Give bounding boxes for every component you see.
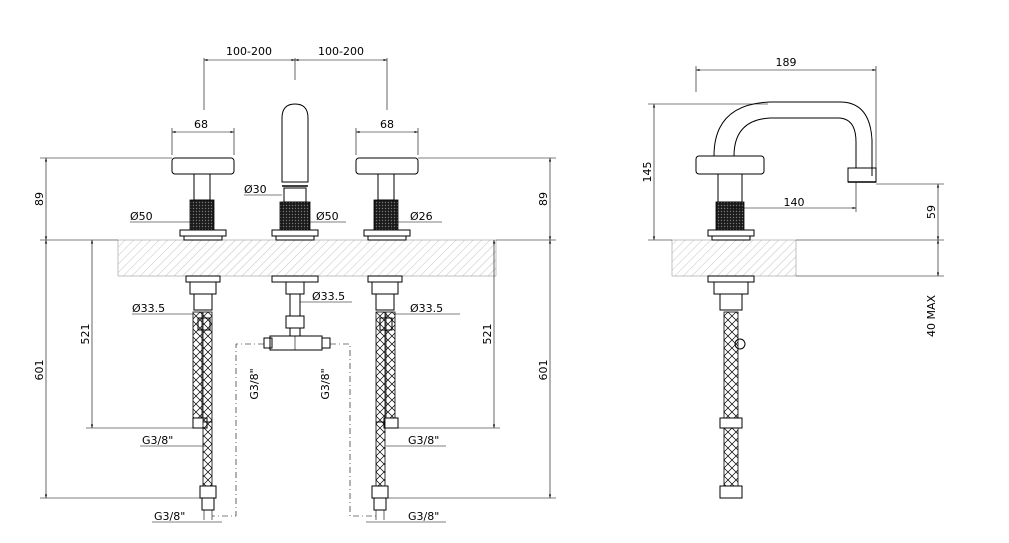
front-view: 100-200 100-200 68 68 89 89 Ø30 Ø50 Ø50 … <box>33 45 556 523</box>
right-valve <box>355 157 419 520</box>
thread-left-upper: G3/8" <box>142 434 173 447</box>
dim-depth-left-521: 521 <box>79 324 92 345</box>
dim-pipe-diameter-center: Ø33.5 <box>312 290 345 303</box>
dim-deck-thickness: 40 MAX <box>925 295 938 338</box>
dim-pipe-diameter-right: Ø33.5 <box>410 302 443 315</box>
hose-route-left <box>212 343 264 517</box>
thread-right-upper: G3/8" <box>408 434 439 447</box>
dim-outlet-height: 59 <box>925 205 938 219</box>
dim-base-diameter-center: Ø50 <box>316 210 339 223</box>
dim-height-overall: 145 <box>641 162 654 183</box>
dim-spacing-left: 100-200 <box>226 45 272 58</box>
dim-pipe-diameter-left: Ø33.5 <box>132 302 165 315</box>
thread-left-lower: G3/8" <box>154 510 185 523</box>
thread-right-lower: G3/8" <box>408 510 439 523</box>
dim-depth-left-601: 601 <box>33 360 46 381</box>
dim-handle-width-left: 68 <box>194 118 208 131</box>
left-valve <box>171 157 235 520</box>
thread-tee-right: G3/8" <box>319 368 332 399</box>
dim-handle-width-right: 68 <box>380 118 394 131</box>
dim-height-left: 89 <box>33 192 46 206</box>
dim-spout-diameter: Ø30 <box>244 183 267 196</box>
dim-reach-outlet: 140 <box>784 196 805 209</box>
side-view: 189 145 140 59 40 MAX <box>641 56 944 499</box>
dim-reach-overall: 189 <box>776 56 797 69</box>
dim-depth-right-601: 601 <box>537 360 550 381</box>
dim-height-right: 89 <box>537 192 550 206</box>
center-spout <box>263 103 331 351</box>
thread-tee-left: G3/8" <box>248 368 261 399</box>
countertop-side <box>671 239 797 277</box>
dim-spacing-right: 100-200 <box>318 45 364 58</box>
countertop-front <box>117 239 497 277</box>
dim-depth-right-521: 521 <box>481 324 494 345</box>
dim-base-diameter-left: Ø50 <box>130 210 153 223</box>
hose-route-right <box>330 343 376 517</box>
dim-knurl-diameter-right: Ø26 <box>410 210 433 223</box>
